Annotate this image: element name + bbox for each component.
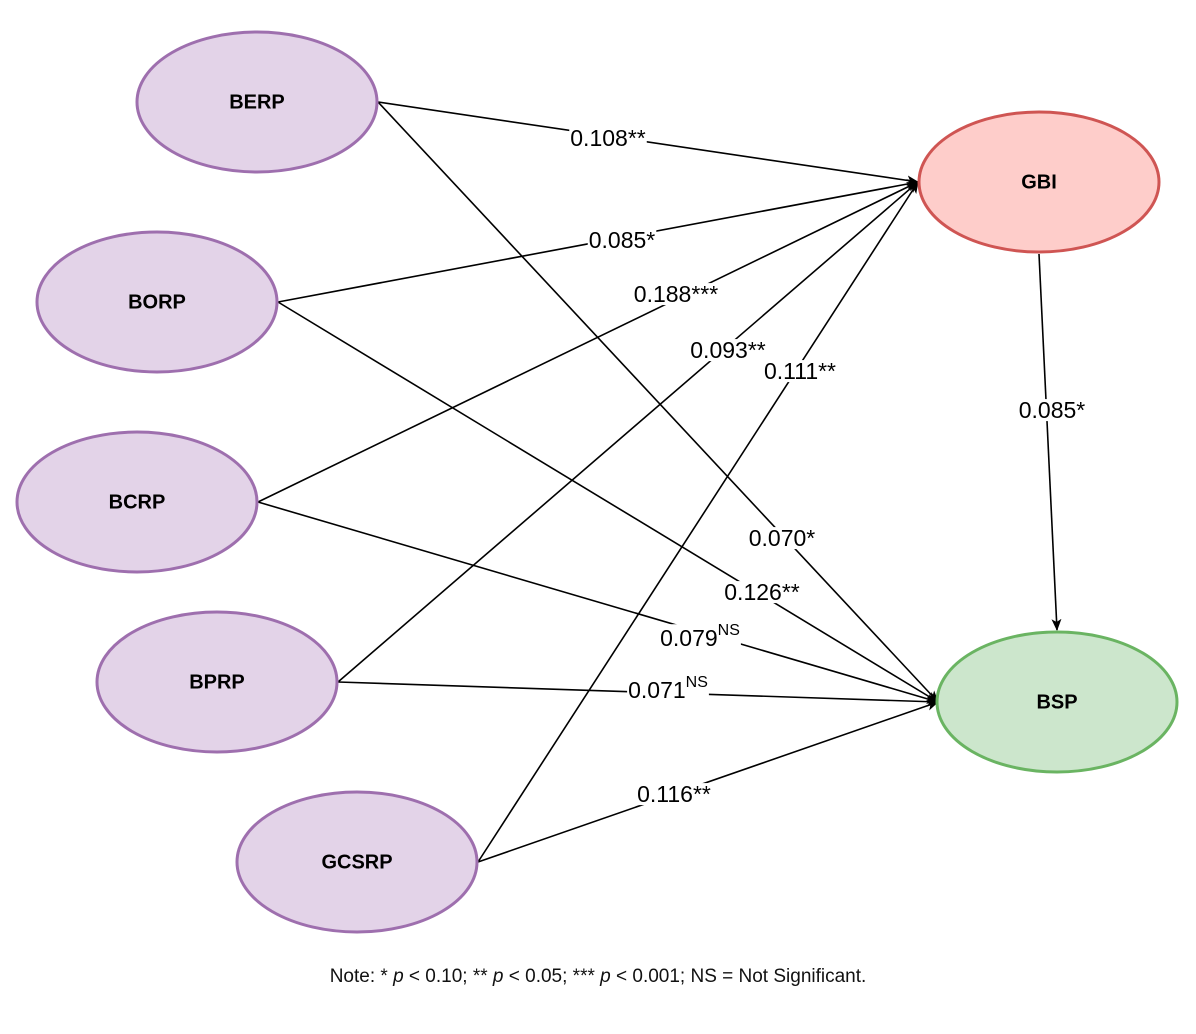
note-p-symbol: p	[492, 966, 504, 987]
node-ellipse	[235, 790, 479, 934]
coefficient-text: 0.188***	[634, 281, 718, 307]
node-label: GCSRP	[321, 851, 392, 873]
node-label: BPRP	[189, 671, 245, 693]
label-background	[723, 581, 801, 604]
path-berp-to-gbi	[377, 101, 919, 186]
coefficient-text: 0.108**	[570, 125, 646, 151]
node-label: BSP	[1036, 691, 1077, 713]
significance-superscript: NS	[718, 622, 740, 639]
path-borp-to-bsp	[277, 301, 939, 703]
note-part1: < 0.10; **	[403, 966, 493, 987]
coefficient-label: 0.126**	[723, 579, 801, 605]
note-prefix: Note: *	[329, 966, 394, 987]
label-background	[627, 676, 709, 702]
node-ellipse	[935, 630, 1179, 774]
coefficient-text: 0.116**	[637, 781, 711, 807]
coefficient-text: 0.085*	[1019, 397, 1086, 423]
label-background	[636, 783, 712, 806]
coefficient-label: 0.188***	[632, 281, 720, 307]
path-gbi-to-bsp	[1038, 253, 1062, 631]
coefficient-label: 0.116**	[636, 781, 712, 807]
coefficient-value: 0.111**	[764, 358, 836, 384]
node-bcrp: BCRP	[15, 430, 259, 574]
coefficient-value: 0.093**	[690, 337, 766, 363]
path-bprp-to-gbi	[337, 181, 919, 683]
note-part2: < 0.05; ***	[503, 966, 601, 987]
node-gbi: GBI	[917, 110, 1161, 254]
label-background	[587, 229, 657, 252]
coefficient-value: 0.116**	[637, 781, 711, 807]
path-bcrp-to-bsp	[257, 501, 939, 704]
coefficient-value: 0.070*	[749, 525, 816, 551]
coefficient-text: 0.079NS	[660, 622, 740, 651]
node-ellipse	[95, 610, 339, 754]
coefficient-text: 0.071NS	[628, 674, 708, 703]
coefficient-value: 0.126**	[724, 579, 800, 605]
node-ellipse	[135, 30, 379, 174]
coefficient-text: 0.085*	[589, 227, 656, 253]
significance-superscript: NS	[686, 674, 708, 691]
node-label: BORP	[128, 291, 186, 313]
node-label: GBI	[1021, 171, 1057, 193]
significance-note: Note: * p < 0.10; ** p < 0.05; *** p < 0…	[0, 966, 1196, 988]
coefficient-label: 0.079NS	[659, 622, 741, 651]
coefficient-value: 0.108**	[570, 125, 646, 151]
note-p-symbol: p	[600, 966, 611, 987]
coefficient-value: 0.079	[660, 625, 718, 651]
path-gcsrp-to-gbi	[477, 181, 919, 863]
node-gcsrp: GCSRP	[235, 790, 479, 934]
node-borp: BORP	[35, 230, 279, 374]
label-background	[689, 339, 767, 362]
label-background	[1017, 399, 1087, 422]
node-ellipse	[35, 230, 279, 374]
coefficient-text: 0.111**	[764, 358, 836, 384]
coefficient-label: 0.108**	[569, 125, 647, 151]
coefficient-label: 0.085*	[587, 227, 657, 253]
path-berp-to-bsp	[377, 101, 939, 703]
label-background	[632, 283, 720, 306]
node-ellipse	[917, 110, 1161, 254]
coefficient-label: 0.085*	[1017, 397, 1087, 423]
node-ellipse	[15, 430, 259, 574]
coefficient-label: 0.070*	[747, 525, 817, 551]
coefficient-value: 0.085*	[589, 227, 656, 253]
note-part3: < 0.001; NS = Not Significant.	[610, 966, 867, 987]
coefficient-text: 0.126**	[724, 579, 800, 605]
coefficient-text: 0.070*	[749, 525, 816, 551]
label-background	[762, 360, 838, 383]
coefficient-text: 0.093**	[690, 337, 766, 363]
path-bcrp-to-gbi	[257, 181, 919, 503]
path-gcsrp-to-bsp	[477, 700, 939, 863]
note-p-symbol: p	[393, 966, 404, 987]
coefficient-value: 0.188***	[634, 281, 718, 307]
node-label: BCRP	[109, 491, 166, 513]
coefficient-label: 0.071NS	[627, 674, 709, 703]
node-berp: BERP	[135, 30, 379, 174]
coefficient-value: 0.071	[628, 677, 686, 703]
label-background	[569, 127, 647, 150]
coefficient-label: 0.111**	[762, 358, 838, 384]
coefficient-label: 0.093**	[689, 337, 767, 363]
label-background	[659, 624, 741, 650]
node-label: BERP	[229, 91, 285, 113]
node-bprp: BPRP	[95, 610, 339, 754]
coefficient-value: 0.085*	[1019, 397, 1086, 423]
label-background	[747, 527, 817, 550]
node-bsp: BSP	[935, 630, 1179, 774]
